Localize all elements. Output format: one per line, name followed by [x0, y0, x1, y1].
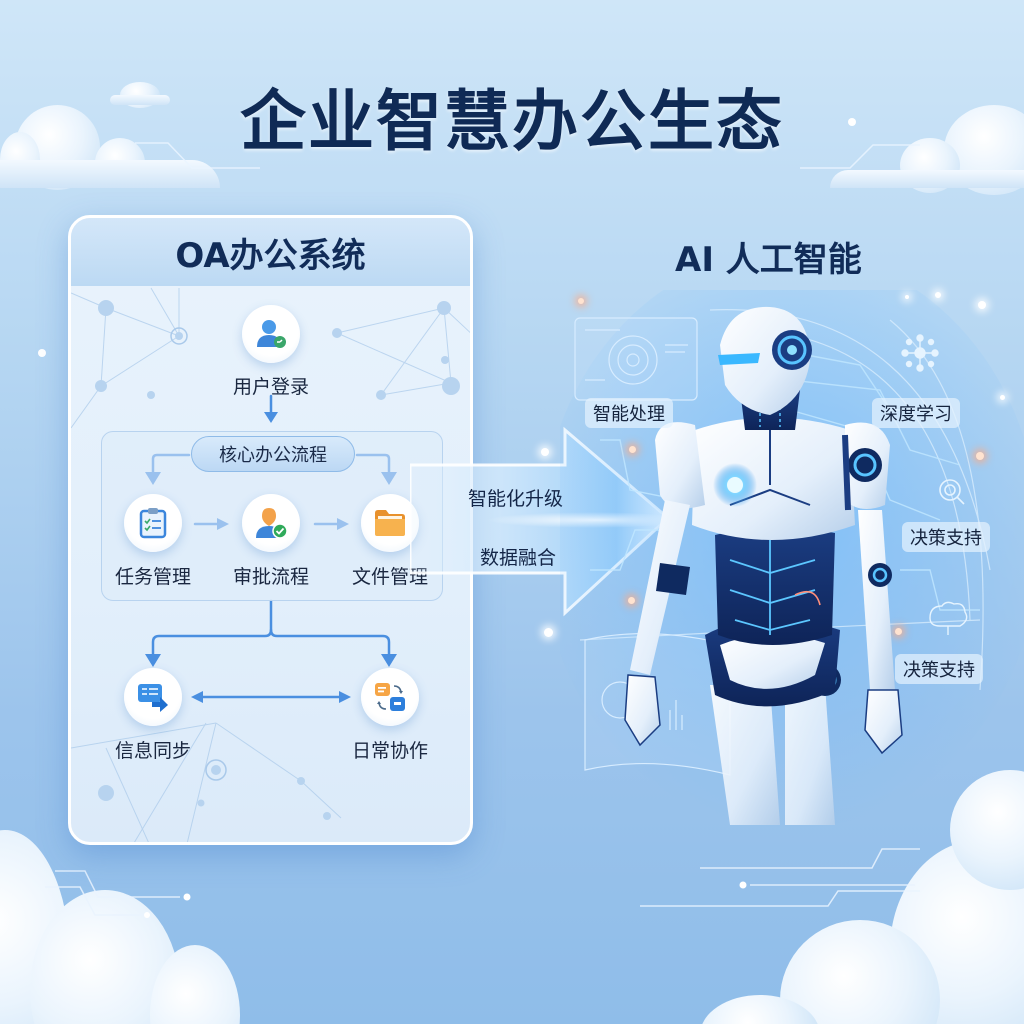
ai-capability-decision-support-2: 决策支持: [895, 654, 983, 684]
page-title: 企业智慧办公生态: [240, 83, 784, 160]
particle: [976, 452, 984, 460]
file-management-label: 文件管理: [351, 566, 428, 588]
particle: [628, 597, 635, 604]
task-management-node[interactable]: [124, 494, 182, 552]
ai-capability-decision-support-1: 决策支持: [902, 522, 990, 552]
arrow-label-upgrade: 智能化升级: [468, 488, 564, 510]
folder-icon: [375, 510, 405, 536]
oa-panel-title: OA办公系统: [71, 218, 470, 286]
message-forward-icon: [138, 684, 168, 712]
ai-capability-smart-processing: 智能处理: [585, 398, 673, 428]
daily-collaboration-label: 日常协作: [351, 740, 428, 762]
user-approved-icon: [256, 508, 288, 539]
cloud-right-base: [830, 170, 1024, 188]
cloud-left-base: [0, 160, 220, 188]
info-sync-node[interactable]: [124, 668, 182, 726]
clipboard-checklist-icon: [139, 508, 167, 539]
info-sync-label: 信息同步: [114, 740, 191, 762]
particle: [935, 292, 941, 298]
cloud-small-base: [110, 95, 170, 105]
ai-capability-deep-learning: 深度学习: [872, 398, 960, 428]
ai-robot-figure: [624, 306, 903, 825]
particle: [978, 301, 986, 309]
approval-flow-node[interactable]: [242, 494, 300, 552]
brain-icon: [929, 601, 968, 635]
particle: [895, 628, 902, 635]
user-login-icon: [257, 320, 286, 348]
particle: [541, 448, 549, 456]
oa-system-panel: OA办公系统: [68, 215, 473, 845]
daily-collaboration-node[interactable]: [361, 668, 419, 726]
particle: [544, 628, 553, 637]
neural-network-icon: [901, 334, 939, 372]
particle: [905, 295, 909, 299]
magnifier-analysis-icon: [939, 479, 965, 505]
approval-flow-label: 审批流程: [232, 566, 309, 588]
arrow-label-data-fusion: 数据融合: [480, 547, 557, 569]
user-login-node[interactable]: [242, 305, 300, 363]
particle: [578, 298, 584, 304]
core-workflow-label: 核心办公流程: [191, 436, 355, 472]
hud-screen-icon: [574, 317, 698, 401]
user-login-label: 用户登录: [232, 376, 309, 398]
task-management-label: 任务管理: [114, 566, 191, 588]
collaboration-exchange-icon: [375, 683, 405, 711]
particle: [629, 446, 636, 453]
ai-section-title: AI 人工智能: [675, 240, 862, 280]
particle: [1000, 395, 1005, 400]
file-management-node[interactable]: [361, 494, 419, 552]
